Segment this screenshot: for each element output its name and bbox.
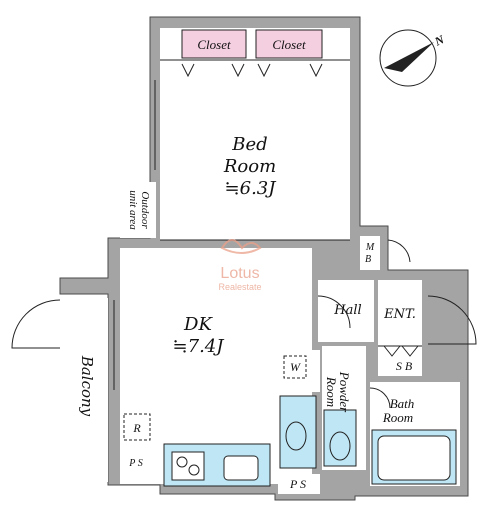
closet-left-label: Closet: [197, 37, 231, 52]
fixtures: [11, 59, 477, 481]
dk-name: DK: [183, 314, 213, 335]
hall-floor: [318, 280, 374, 342]
powder-room-label-2: Room: [324, 376, 339, 407]
watermark: Lotus Realestate: [218, 239, 262, 292]
compass: N: [379, 29, 447, 87]
outdoor-unit-floor: [120, 182, 156, 238]
ps-bottom-label: P S: [289, 477, 306, 491]
entrance-label: ENT.: [383, 307, 416, 322]
balcony-floor: [64, 298, 108, 482]
walls: [59, 16, 469, 501]
outdoor-unit-label-1: Outdoor: [139, 191, 151, 229]
closet-right-panel: [255, 29, 323, 59]
stove: [171, 451, 205, 481]
entrance-floor: [378, 280, 422, 376]
closet-left-panel: [181, 29, 247, 59]
closet-right-label: Closet: [272, 37, 306, 52]
bath-room-label-1: Bath: [390, 396, 415, 411]
ps-left-label: P S: [128, 458, 142, 469]
burner-2: [188, 464, 200, 476]
r-label: R: [132, 421, 141, 435]
bath-tub: [377, 435, 451, 481]
compass-circle: [379, 29, 437, 87]
mb-label-2: B: [365, 254, 371, 265]
mb-label-1: M: [365, 242, 375, 253]
balcony-label: Balcony: [78, 355, 96, 417]
toilet-area: [279, 395, 317, 469]
closet-doors: [181, 63, 323, 78]
watermark-sub: Realestate: [218, 282, 261, 292]
bedroom-name-2: Room: [223, 156, 276, 177]
bedroom-size: ≒6.3J: [225, 178, 278, 199]
outdoor-unit-label-2: unit area: [127, 190, 139, 230]
sb-door: [383, 345, 419, 357]
washer-box: [283, 355, 307, 379]
mb-floor: [360, 236, 380, 270]
bedroom-floor: [160, 60, 350, 240]
hall-door-arc: [317, 295, 351, 329]
entrance-door-arc: [427, 295, 477, 345]
room-labels: Bed Room ≒6.3J DK ≒7.4J Outdoor unit are…: [78, 134, 416, 491]
mb-door-arc: [387, 239, 411, 263]
w-label: W: [290, 360, 301, 374]
refrigerator-box: [123, 413, 151, 441]
bath-door-arc: [369, 387, 391, 409]
powder-room-label-1: Powder: [337, 371, 352, 413]
sb-label: S B: [396, 359, 413, 373]
bedroom-name-1: Bed: [231, 134, 267, 155]
bath-room-label-2: Room: [382, 410, 413, 425]
toilet: [285, 421, 307, 451]
washbasin-counter: [323, 409, 357, 467]
closets: Closet Closet: [181, 29, 323, 59]
washer-floor: [280, 350, 320, 392]
balcony-door-arc: [11, 299, 61, 349]
compass-arrow-icon: [384, 42, 434, 72]
dk-size: ≒7.4J: [173, 336, 226, 357]
watermark-brand: Lotus: [220, 265, 259, 282]
sink: [223, 455, 259, 481]
washbasin: [329, 431, 351, 461]
hall-label: Hall: [333, 303, 361, 318]
burner-1: [176, 456, 188, 468]
ps-bottom-floor: [278, 474, 320, 494]
watermark-lotus-icon: [220, 239, 262, 254]
